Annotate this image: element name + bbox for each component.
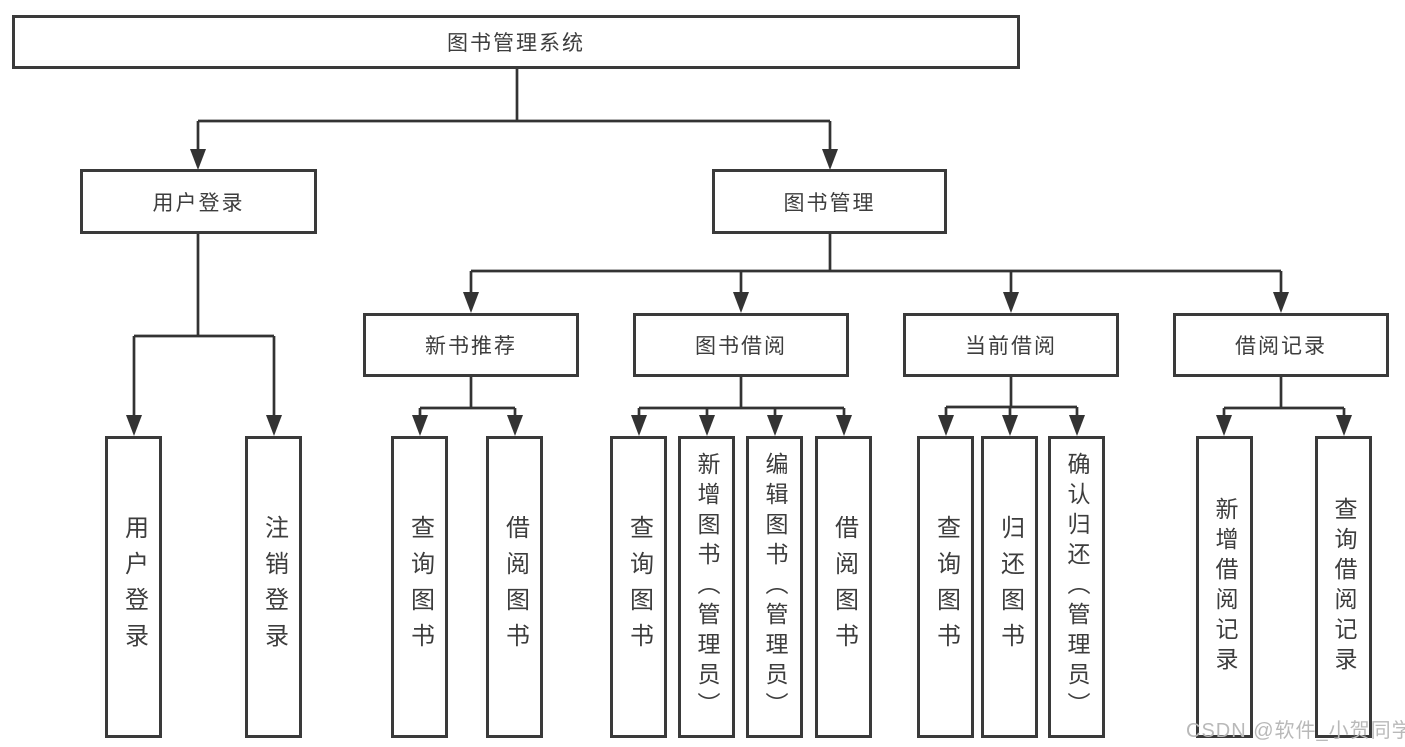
- arrowhead-icon: [190, 149, 206, 170]
- arrowhead-icon: [767, 415, 783, 436]
- arrowhead-icon: [1003, 292, 1019, 313]
- node-logout: 注销登录: [245, 436, 302, 738]
- node-new-book-recommend: 新书推荐: [363, 313, 579, 377]
- arrowhead-icon: [1273, 292, 1289, 313]
- arrowhead-icon: [836, 415, 852, 436]
- node-query-books-borrowing: 查询图书: [610, 436, 667, 738]
- arrowhead-icon: [699, 415, 715, 436]
- node-user-login: 用户登录: [80, 169, 317, 234]
- node-label: 新增图书（管理员）: [694, 452, 720, 722]
- arrowhead-icon: [822, 149, 838, 170]
- node-add-books-admin: 新增图书（管理员）: [678, 436, 735, 738]
- node-book-management: 图书管理: [712, 169, 947, 234]
- node-label: 借阅图书: [501, 515, 529, 659]
- node-edit-books-admin: 编辑图书（管理员）: [746, 436, 803, 738]
- arrowhead-icon: [938, 415, 954, 436]
- node-label: 图书管理系统: [447, 32, 585, 55]
- node-confirm-return-admin: 确认归还（管理员）: [1048, 436, 1105, 738]
- node-label: 用户登录: [152, 191, 245, 215]
- node-borrow-books-recommend: 借阅图书: [486, 436, 543, 738]
- arrowhead-icon: [266, 415, 282, 436]
- arrowhead-icon: [733, 292, 749, 313]
- node-current-borrowing: 当前借阅: [903, 313, 1119, 377]
- node-return-books: 归还图书: [981, 436, 1038, 738]
- arrowhead-icon: [1069, 415, 1085, 436]
- node-label: 图书借阅: [695, 335, 787, 358]
- arrowhead-icon: [1336, 415, 1352, 436]
- node-label: 查询借阅记录: [1331, 497, 1357, 677]
- node-borrowing-records: 借阅记录: [1173, 313, 1389, 377]
- node-label: 图书管理: [783, 191, 876, 215]
- node-query-books-recommend: 查询图书: [391, 436, 448, 738]
- node-label: 查询图书: [625, 515, 653, 659]
- node-label: 当前借阅: [965, 335, 1057, 358]
- arrowhead-icon: [1216, 415, 1232, 436]
- node-label: 新书推荐: [425, 335, 517, 358]
- arrowhead-icon: [631, 415, 647, 436]
- node-query-books-current: 查询图书: [917, 436, 974, 738]
- node-book-borrowing: 图书借阅: [633, 313, 849, 377]
- arrowhead-icon: [412, 415, 428, 436]
- arrowhead-icon: [126, 415, 142, 436]
- node-label: 用户登录: [120, 515, 148, 659]
- arrowhead-icon: [463, 292, 479, 313]
- node-label: 确认归还（管理员）: [1064, 452, 1090, 722]
- node-label: 查询图书: [932, 515, 960, 659]
- watermark: CSDN @软件_小贺同学: [1186, 720, 1405, 742]
- arrowhead-icon: [1002, 415, 1018, 436]
- node-user-login-leaf: 用户登录: [105, 436, 162, 738]
- node-query-borrow-record: 查询借阅记录: [1315, 436, 1372, 738]
- node-library-system: 图书管理系统: [12, 15, 1020, 69]
- node-label: 查询图书: [406, 515, 434, 659]
- node-label: 编辑图书（管理员）: [762, 452, 788, 722]
- node-label: 归还图书: [996, 515, 1024, 659]
- node-add-borrow-record: 新增借阅记录: [1196, 436, 1253, 738]
- node-label: 注销登录: [260, 515, 288, 659]
- node-label: 借阅图书: [830, 515, 858, 659]
- arrowhead-icon: [507, 415, 523, 436]
- node-label: 新增借阅记录: [1212, 497, 1238, 677]
- node-label: 借阅记录: [1235, 335, 1327, 358]
- node-borrow-books-borrowing: 借阅图书: [815, 436, 872, 738]
